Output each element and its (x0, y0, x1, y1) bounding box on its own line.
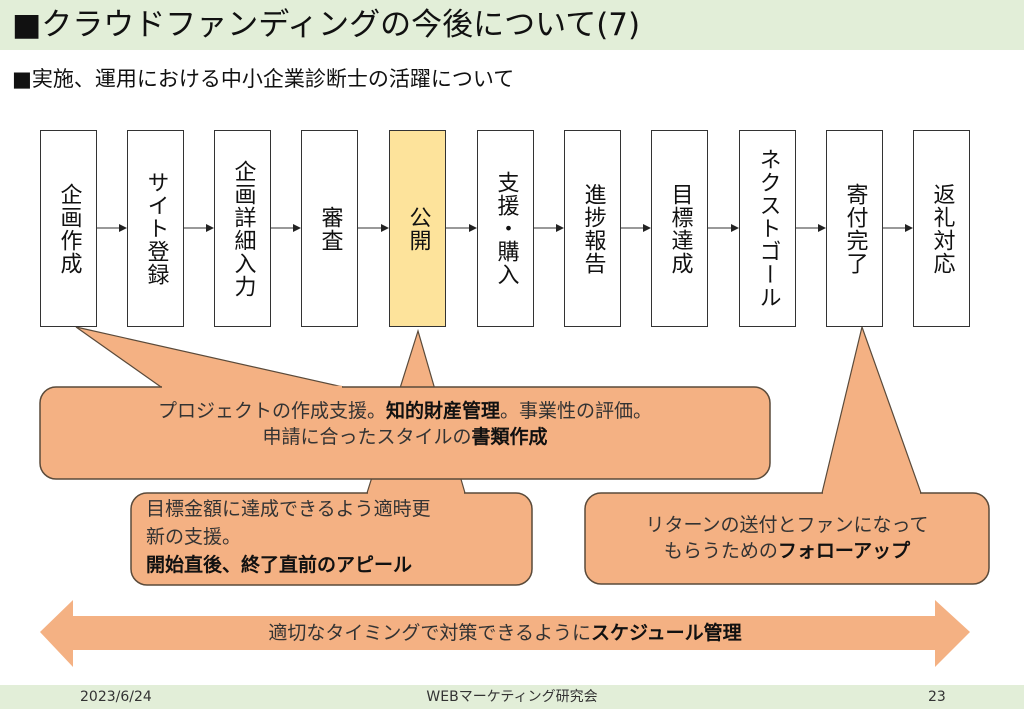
connector-arrowhead-icon (381, 224, 389, 232)
callout-donation-box (584, 492, 990, 585)
flow-step: サイト登録 (127, 130, 184, 327)
callout-planning-line2-pre: 申請に合ったスタイルの (262, 426, 472, 448)
callout-donation-line1: リターンの送付とファンになって (645, 514, 929, 536)
connector-arrowhead-icon (731, 224, 739, 232)
flow-step: 支援・購入 (477, 130, 534, 327)
footer-organization: WEBマーケティング研究会 (426, 689, 598, 705)
callout-planning-tail (75, 326, 344, 388)
callout-publish-box (130, 492, 533, 586)
connector-arrowhead-icon (818, 224, 826, 232)
flow-step-label: 企画詳細入力 (230, 159, 256, 298)
schedule-arrow-text-pre: 適切なタイミングで対策できるように (268, 622, 591, 644)
schedule-arrow-text-bold: スケジュール管理 (590, 622, 742, 644)
connector-arrowhead-icon (206, 224, 214, 232)
flow-connectors (97, 224, 913, 232)
callout-donation-text: リターンの送付とファンになって もらうためのフォローアップ (587, 512, 987, 564)
callout-planning-line1-bold: 知的財産管理 (385, 400, 500, 422)
flow-step-label: 進捗報告 (580, 182, 606, 275)
callout-planning-line1-post: 。事業性の評価。 (500, 400, 653, 422)
flow-step-label: 返礼対応 (929, 182, 955, 275)
slide-title: ■クラウドファンディングの今後について(7) (12, 7, 641, 43)
connector-arrowhead-icon (643, 224, 651, 232)
callout-planning-box (39, 386, 771, 480)
schedule-double-arrow (40, 600, 970, 667)
flow-step-label: 企画作成 (56, 182, 82, 275)
flow-step: 目標達成 (651, 130, 708, 327)
callout-publish-line3-bold: 開始直後、終了直前のアピール (146, 554, 413, 576)
callout-donation-tail (821, 324, 922, 494)
connector-arrowhead-icon (469, 224, 477, 232)
flow-step: 審査 (301, 130, 358, 327)
callout-planning-text: プロジェクトの作成支援。知的財産管理。事業性の評価。 申請に合ったスタイルの書類… (40, 398, 770, 450)
callout-publish-line1: 目標金額に達成できるよう適時更 (146, 498, 431, 520)
footer-page-number: 23 (928, 689, 946, 705)
flow-step: ネクストゴール (739, 130, 796, 327)
flow-step-label: 目標達成 (667, 182, 693, 275)
flow-step: 企画詳細入力 (214, 130, 271, 327)
flow-step-label: 寄付完了 (842, 182, 868, 275)
footer-bar: 2023/6/24 WEBマーケティング研究会 23 (0, 685, 1024, 709)
flow-step: 返礼対応 (913, 130, 970, 327)
flow-step-label: サイト登録 (143, 171, 169, 286)
flow-step-label: 支援・購入 (493, 171, 519, 286)
callout-planning-shape (75, 326, 344, 388)
callout-planning-line2-bold: 書類作成 (471, 426, 548, 448)
callout-publish-line2: 新の支援。 (146, 526, 242, 548)
schedule-arrow-text: 適切なタイミングで対策できるようにスケジュール管理 (80, 618, 930, 648)
callout-publish-text: 目標金額に達成できるよう適時更 新の支援。 開始直後、終了直前のアピール (146, 495, 431, 579)
title-bar: ■クラウドファンディングの今後について(7) (0, 0, 1024, 50)
flow-step: 進捗報告 (564, 130, 621, 327)
flow-step-label: ネクストゴール (755, 148, 781, 309)
connector-arrowhead-icon (119, 224, 127, 232)
flow-step-label: 公開 (405, 205, 431, 252)
flow-step-label: 審査 (317, 205, 343, 252)
footer-date: 2023/6/24 (80, 689, 152, 705)
connector-arrowhead-icon (905, 224, 913, 232)
slide-subtitle: ■実施、運用における中小企業診断士の活躍について (12, 67, 515, 91)
connector-arrowhead-icon (293, 224, 301, 232)
connector-arrowhead-icon (556, 224, 564, 232)
callout-donation-line2-pre: もらうための (663, 540, 778, 562)
flow-step: 寄付完了 (826, 130, 883, 327)
callout-planning-line1-pre: プロジェクトの作成支援。 (157, 400, 386, 422)
callout-donation-line2-bold: フォローアップ (777, 540, 911, 562)
flow-step: 公開 (389, 130, 446, 327)
flow-step: 企画作成 (40, 130, 97, 327)
